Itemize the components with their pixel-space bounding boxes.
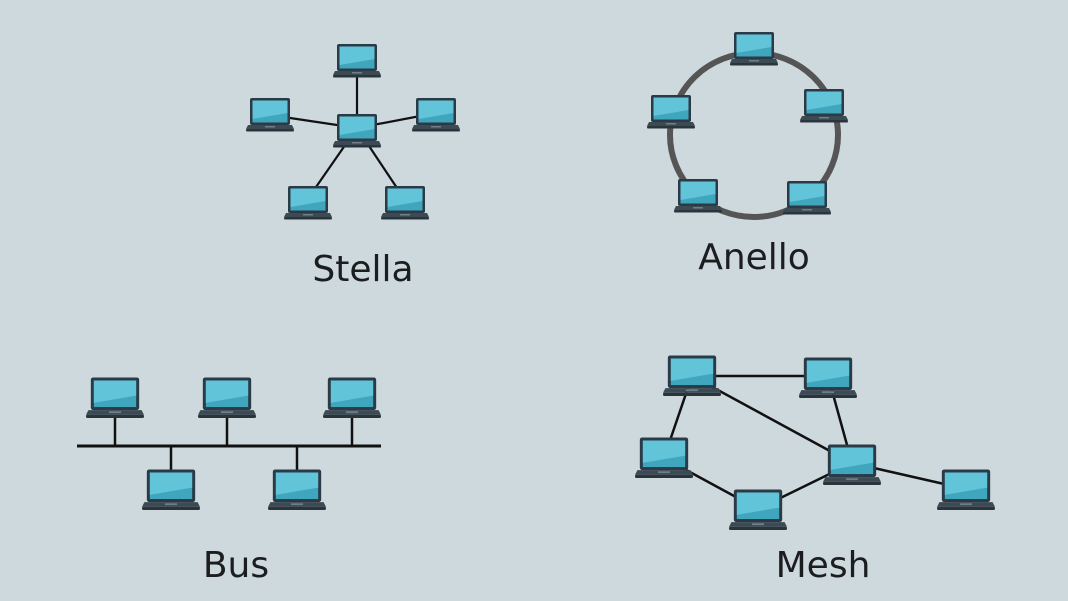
ring-node-left-laptop-icon <box>647 95 695 129</box>
ring-node-right-laptop-icon <box>800 89 848 123</box>
mesh-node-d-laptop-icon <box>729 489 787 530</box>
mesh-node-b-laptop-icon <box>799 357 857 398</box>
bus-node-2-laptop-icon <box>198 377 256 418</box>
mesh-label: Mesh <box>776 545 871 586</box>
star-node-left-laptop-icon <box>246 98 294 132</box>
star-node-bottom-right-laptop-icon <box>381 186 429 220</box>
bus-topology: Bus <box>77 377 381 586</box>
star-node-bottom-left-laptop-icon <box>284 186 332 220</box>
star-node-right-laptop-icon <box>412 98 460 132</box>
star-hub-laptop-icon <box>333 114 381 148</box>
ring-node-bottom-right-laptop-icon <box>783 181 831 215</box>
star-node-top-laptop-icon <box>333 44 381 78</box>
star-topology: Stella <box>246 44 460 290</box>
ring-node-bottom-left-laptop-icon <box>674 179 722 213</box>
mesh-node-c-laptop-icon <box>635 437 693 478</box>
ring-label: Anello <box>698 237 810 278</box>
bus-links <box>77 416 381 474</box>
star-label: Stella <box>312 249 413 290</box>
bus-node-4-laptop-icon <box>142 469 200 510</box>
ring-topology: Anello <box>647 32 848 278</box>
mesh-node-a-laptop-icon <box>663 355 721 396</box>
ring-node-top-laptop-icon <box>730 32 778 66</box>
bus-node-5-laptop-icon <box>268 469 326 510</box>
mesh-node-f-laptop-icon <box>937 469 995 510</box>
mesh-node-e-laptop-icon <box>823 444 881 485</box>
bus-label: Bus <box>203 545 269 586</box>
mesh-topology: Mesh <box>635 355 995 586</box>
bus-node-1-laptop-icon <box>86 377 144 418</box>
bus-node-3-laptop-icon <box>323 377 381 418</box>
